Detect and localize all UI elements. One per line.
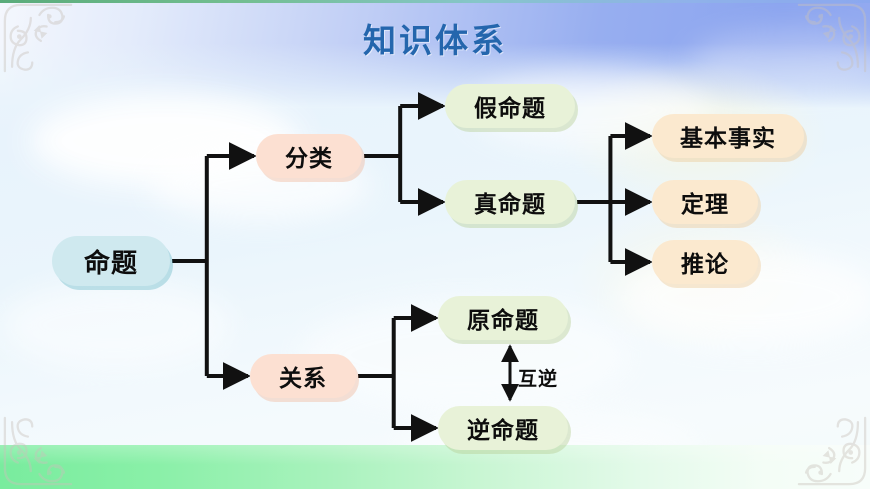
mindmap-node-rel[interactable]: 关系 (250, 354, 356, 398)
mindmap-node-true[interactable]: 真命题 (445, 180, 575, 224)
mindmap-node-label: 关系 (279, 366, 327, 392)
bottom-accent-fade (0, 445, 870, 489)
mindmap-node-converse[interactable]: 逆命题 (438, 406, 568, 450)
bottom-accent-band (0, 445, 870, 489)
mindmap-node-theorem[interactable]: 定理 (652, 180, 758, 224)
mindmap-node-label: 假命题 (474, 96, 546, 122)
cloud-shape (690, 30, 870, 90)
annotation-label-mutual: 互逆 (518, 368, 559, 390)
mindmap-node-label: 基本事实 (680, 126, 776, 152)
mindmap-node-root[interactable]: 命题 (52, 236, 170, 286)
mindmap-node-label: 真命题 (474, 192, 546, 218)
mindmap-node-original[interactable]: 原命题 (438, 296, 568, 340)
mindmap-node-cat[interactable]: 分类 (256, 134, 362, 178)
mindmap-node-label: 逆命题 (467, 418, 539, 444)
mindmap-node-label: 命题 (83, 248, 138, 279)
ornament-corner-icon (796, 2, 868, 74)
mindmap-node-label: 推论 (681, 252, 729, 278)
mindmap-node-label: 定理 (681, 192, 729, 218)
page-title: 知识体系 (363, 21, 507, 60)
mindmap-node-false[interactable]: 假命题 (445, 84, 575, 128)
ornament-corner-icon (796, 415, 868, 487)
mindmap-node-label: 原命题 (467, 308, 539, 334)
ornament-corner-icon (2, 2, 74, 74)
cloud-shape (0, 280, 230, 370)
mindmap-node-axiom[interactable]: 基本事实 (652, 114, 804, 158)
mindmap-node-corollary[interactable]: 推论 (652, 240, 758, 284)
mindmap-node-label: 分类 (285, 146, 333, 172)
top-accent-line (0, 0, 870, 3)
ornament-corner-icon (2, 415, 74, 487)
